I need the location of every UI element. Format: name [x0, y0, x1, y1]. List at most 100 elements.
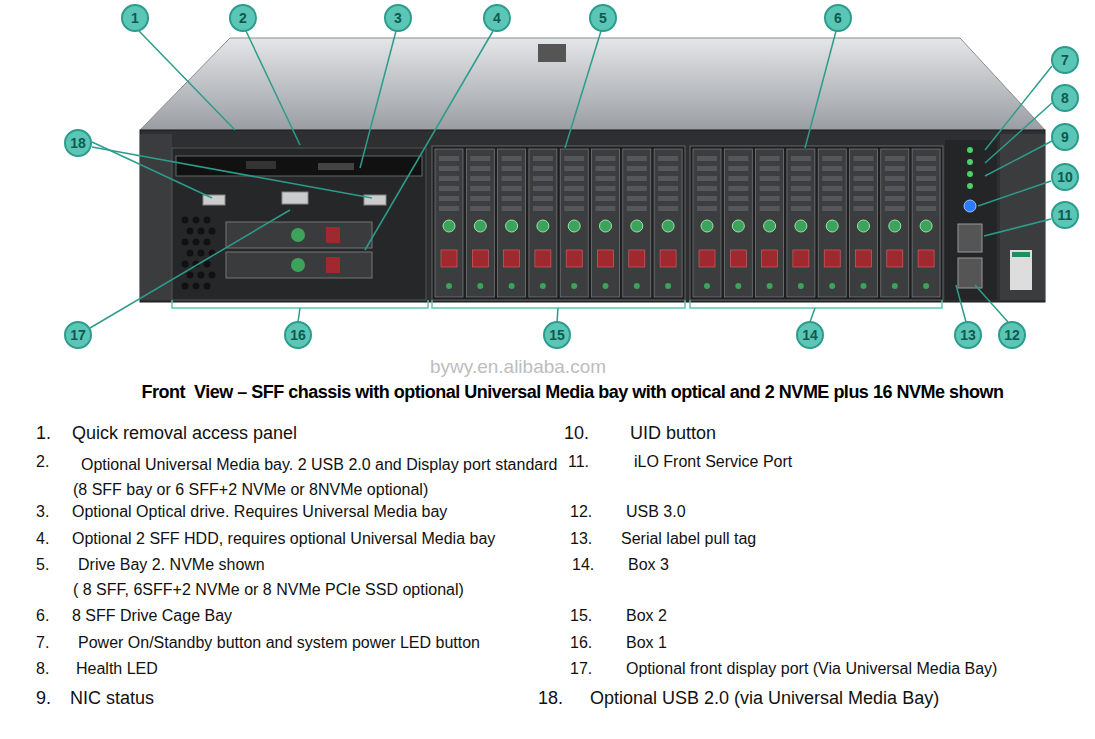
drive-grille — [916, 206, 936, 211]
callout-circle: 6 — [824, 4, 852, 32]
item-number: 10. — [564, 423, 589, 445]
item-number: 18. — [538, 688, 563, 710]
drive-grille — [627, 196, 647, 201]
leader-line — [975, 285, 1008, 322]
callout-number: 1 — [131, 11, 139, 25]
drive-grille — [564, 166, 584, 171]
drive-carrier — [881, 149, 909, 297]
drive-grille — [822, 206, 842, 211]
callout-circle: 10 — [1051, 163, 1079, 191]
drive-grille — [791, 206, 811, 211]
drive-activity — [735, 283, 741, 289]
vent-hole — [198, 228, 205, 235]
drive-grille — [470, 186, 490, 191]
optical-drive — [176, 156, 422, 176]
drive-grille — [916, 176, 936, 181]
drive-grille — [627, 166, 647, 171]
drive-carrier — [756, 149, 784, 297]
callout-circle: 7 — [1051, 46, 1079, 74]
display-port — [282, 192, 308, 204]
bracket — [172, 300, 428, 308]
drive-activity — [861, 283, 867, 289]
item-number: 9. — [36, 688, 51, 710]
drive-grille — [728, 166, 748, 171]
drive-grille — [564, 176, 584, 181]
drive-grille — [697, 166, 717, 171]
callout-number: 15 — [549, 328, 565, 342]
drive-grille — [470, 196, 490, 201]
drive-grille — [596, 196, 616, 201]
drive-carrier — [592, 149, 620, 297]
drive-handle — [506, 220, 518, 232]
drive-cage — [690, 146, 943, 300]
item-text: Optional front display port (Via Univers… — [626, 659, 997, 678]
item-number: 8. — [36, 659, 49, 678]
item-number: 1. — [36, 423, 51, 445]
drive-carrier — [787, 149, 815, 297]
item-number: 6. — [36, 606, 49, 625]
drive-led — [699, 250, 715, 267]
drive-handle — [474, 220, 486, 232]
drive-handle — [701, 220, 713, 232]
drive-grille — [822, 156, 842, 161]
drive-grille — [658, 206, 678, 211]
item-number: 13. — [570, 529, 592, 548]
drive-grille — [916, 196, 936, 201]
drive-carrier — [912, 149, 940, 297]
drive-handle — [764, 220, 776, 232]
drive-grille — [502, 206, 522, 211]
drive-handle — [732, 220, 744, 232]
drive-led — [535, 250, 551, 267]
vent-hole — [187, 228, 194, 235]
drive-grille — [439, 196, 459, 201]
drive-handle — [826, 220, 838, 232]
item-text: Power On/Standby button and system power… — [78, 633, 480, 652]
drive-led — [918, 250, 934, 267]
drive-handle — [443, 220, 455, 232]
drive-grille — [854, 186, 874, 191]
drive-grille — [564, 186, 584, 191]
top-cover — [140, 38, 1045, 130]
drive-carrier — [818, 149, 846, 297]
vent-hole — [204, 283, 211, 290]
callout-circle: 2 — [229, 4, 257, 32]
drive-activity — [704, 283, 710, 289]
drive-grille — [439, 156, 459, 161]
vent-hole — [204, 217, 211, 224]
drive-grille — [822, 166, 842, 171]
leader-line — [90, 210, 290, 328]
drive-led — [504, 250, 520, 267]
vent-hole — [182, 239, 189, 246]
item-number: 16. — [570, 633, 592, 652]
leader-line — [557, 308, 558, 322]
callout-circle: 11 — [1051, 201, 1079, 229]
item-text: UID button — [630, 423, 716, 445]
callout-number: 2 — [239, 11, 247, 25]
drive-carrier — [560, 149, 588, 297]
drive-handle — [920, 220, 932, 232]
drive-grille — [596, 156, 616, 161]
leader-line — [956, 285, 966, 322]
drive-grille — [502, 196, 522, 201]
leader-lines — [90, 31, 1052, 328]
drive-grille — [596, 186, 616, 191]
drive-grille — [697, 156, 717, 161]
callout-circle: 18 — [64, 129, 92, 157]
callout-number: 4 — [493, 11, 501, 25]
drive-led — [566, 250, 582, 267]
item-text: 8 SFF Drive Cage Bay — [72, 606, 232, 625]
drive-led — [326, 257, 340, 273]
drive-grille — [439, 166, 459, 171]
drive-activity — [571, 283, 577, 289]
drive-grille — [658, 186, 678, 191]
drive-handle — [291, 228, 305, 242]
drive-led — [793, 250, 809, 267]
vent-hole — [209, 228, 216, 235]
item-text: Health LED — [76, 659, 158, 678]
callout-number: 17 — [70, 328, 86, 342]
drive-activity — [540, 283, 546, 289]
uid-button — [964, 200, 976, 212]
drive-grille — [822, 186, 842, 191]
drive-grille — [760, 186, 780, 191]
ilo-port — [958, 224, 982, 252]
